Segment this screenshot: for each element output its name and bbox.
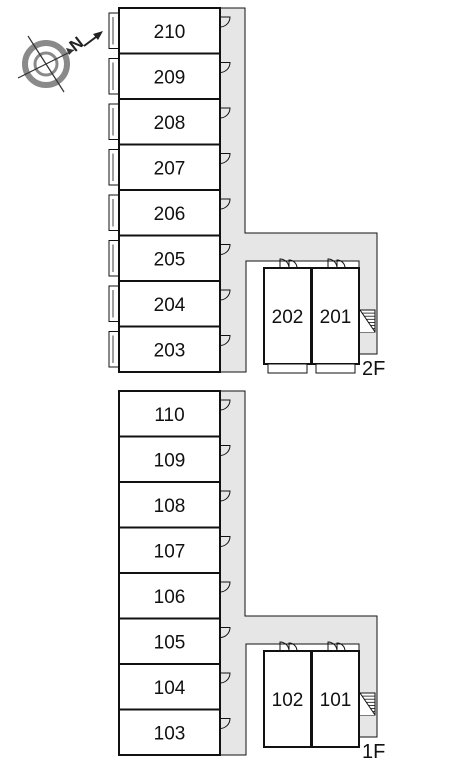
balcony <box>108 331 120 368</box>
room-outline <box>118 663 221 711</box>
door-swing <box>219 153 231 164</box>
room-outline <box>311 650 360 748</box>
unit-label: 207 <box>154 158 186 179</box>
unit-107: 107 <box>118 526 231 574</box>
unit-101: 101 <box>311 641 360 748</box>
compass-cross-line <box>17 49 75 79</box>
unit-label: 209 <box>154 67 186 88</box>
unit-label: 210 <box>154 22 186 43</box>
unit-label: 104 <box>154 678 186 699</box>
unit-104: 104 <box>118 663 231 711</box>
balcony <box>108 103 120 140</box>
unit-label: 208 <box>154 113 186 134</box>
room-outline <box>263 650 312 748</box>
door-swing <box>219 335 231 346</box>
door-swing <box>219 16 231 28</box>
balcony <box>108 240 120 277</box>
compass-ring <box>22 40 70 88</box>
balcony <box>108 12 120 49</box>
unit-label: 109 <box>154 450 186 471</box>
door-swing <box>219 581 231 593</box>
door-swing <box>336 642 346 652</box>
room-outline <box>118 708 221 756</box>
unit-110: 110 <box>118 390 231 438</box>
unit-label: 108 <box>154 496 186 517</box>
room-outline <box>118 435 221 483</box>
balcony <box>315 363 356 374</box>
door-swing <box>336 259 346 269</box>
room-outline <box>118 143 221 191</box>
floor-label: 1F <box>362 741 385 763</box>
room-outline <box>118 325 221 373</box>
balcony <box>108 149 120 186</box>
door-swing <box>219 244 231 255</box>
balcony <box>108 285 120 322</box>
north-arrow-head <box>93 31 103 40</box>
balcony <box>108 194 120 231</box>
compass-inner-ring <box>33 51 59 77</box>
unit-103: 103 <box>118 708 231 756</box>
stairs-diagonal <box>359 309 376 333</box>
door-swing <box>288 642 298 652</box>
unit-label: 103 <box>154 723 186 744</box>
unit-108: 108 <box>118 481 231 529</box>
unit-208: 208 <box>108 98 231 146</box>
unit-202: 202 <box>263 258 312 374</box>
unit-label: 101 <box>320 690 352 711</box>
floor-label: 2F <box>362 358 385 380</box>
unit-209: 209 <box>108 52 231 100</box>
unit-label: 102 <box>272 690 304 711</box>
unit-203: 203 <box>108 325 231 373</box>
door-swing <box>219 718 231 729</box>
unit-label: 203 <box>154 340 186 361</box>
unit-102: 102 <box>263 641 312 748</box>
unit-label: 105 <box>154 632 186 653</box>
door-swing <box>288 259 298 269</box>
floor-plan-drawing: 210 209 208 207 206 205 204 203 202 201 2F 110 109 10… <box>108 7 385 763</box>
room-outline <box>118 572 221 620</box>
room-outline <box>118 617 221 665</box>
unit-label: 106 <box>154 587 186 608</box>
unit-206: 206 <box>108 189 231 237</box>
unit-204: 204 <box>108 280 231 328</box>
floor-1F: 110 109 108 107 106 105 104 103 102 101 1F <box>118 390 385 763</box>
door-swing <box>219 445 231 456</box>
stairs-diagonal <box>359 692 376 716</box>
unit-label: 110 <box>154 405 184 426</box>
unit-label: 205 <box>154 249 186 270</box>
stairs-icon <box>359 309 376 333</box>
compass-icon: N <box>17 31 103 93</box>
door-swing <box>219 490 231 502</box>
balcony <box>108 58 120 95</box>
unit-109: 109 <box>118 435 231 483</box>
room-outline <box>118 98 221 146</box>
unit-201: 201 <box>311 258 360 374</box>
unit-label: 201 <box>320 307 352 328</box>
unit-label: 202 <box>272 307 304 328</box>
compass-arrowhead <box>66 48 74 55</box>
stairs-icon <box>359 692 376 716</box>
room-outline <box>118 234 221 282</box>
floor-2F: 210 209 208 207 206 205 204 203 202 201 2F <box>108 7 385 380</box>
door-swing <box>219 107 231 119</box>
door-swing <box>219 399 231 411</box>
room-outline <box>118 189 221 237</box>
unit-label: 107 <box>154 541 186 562</box>
door-swing <box>219 198 231 210</box>
unit-label: 206 <box>154 204 186 225</box>
unit-205: 205 <box>108 234 231 282</box>
unit-207: 207 <box>108 143 231 191</box>
unit-label: 204 <box>154 295 186 316</box>
door-swing <box>219 627 231 638</box>
room-outline <box>118 280 221 328</box>
door-swing <box>219 289 231 301</box>
unit-106: 106 <box>118 572 231 620</box>
door-swing <box>219 62 231 73</box>
unit-105: 105 <box>118 617 231 665</box>
door-swing <box>219 672 231 684</box>
unit-210: 210 <box>108 7 231 55</box>
balcony <box>267 363 308 374</box>
door-swing <box>219 536 231 547</box>
